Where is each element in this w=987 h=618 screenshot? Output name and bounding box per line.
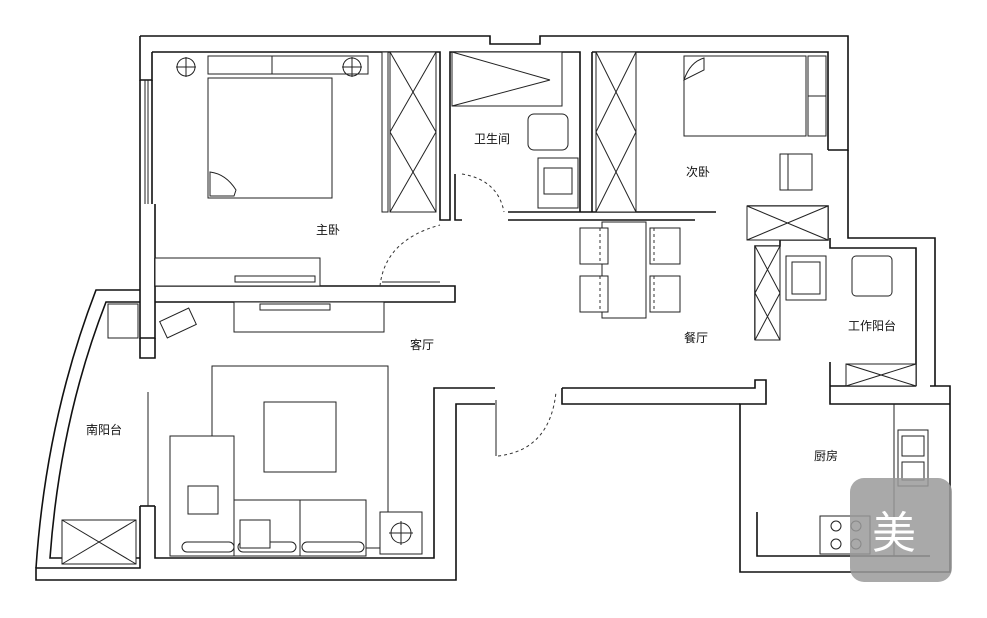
dining-furniture: [579, 221, 781, 341]
label-kitchen: 厨房: [814, 448, 838, 463]
balcony-sink: [107, 303, 139, 339]
label-south-balcony: 南阳台: [86, 422, 122, 437]
label-work-balcony: 工作阳台: [848, 318, 896, 333]
label-dining-room: 餐厅: [684, 330, 708, 345]
pillow: [239, 519, 271, 549]
dining-table: [601, 221, 647, 319]
toilet: [527, 113, 569, 151]
watermark-logo: 美: [850, 478, 952, 582]
room-labels: 主卧 卫生间 次卧 客厅 餐厅 工作阳台 南阳台 厨房: [86, 132, 896, 463]
wardrobe: [595, 51, 637, 213]
shower: [451, 51, 563, 107]
fridge: [785, 255, 827, 301]
bathroom-fixtures: [451, 51, 579, 213]
second-bedroom-furniture: [595, 51, 829, 241]
cabinet: [754, 245, 781, 341]
sink: [537, 157, 579, 209]
label-living-room: 客厅: [410, 337, 434, 352]
desk-chair: [779, 153, 813, 191]
south-balcony-fixtures: [61, 303, 197, 565]
pillow: [187, 485, 219, 515]
side-table: [379, 511, 423, 555]
single-bed: [683, 55, 807, 137]
label-second-bedroom: 次卧: [686, 165, 710, 179]
label-master-bedroom: 主卧: [316, 223, 340, 237]
wardrobe: [389, 51, 437, 213]
watermark-text: 美: [872, 508, 916, 559]
washer: [851, 255, 893, 297]
chair: [159, 307, 197, 339]
interior-walls: [152, 51, 829, 340]
double-bed: [207, 77, 333, 199]
coffee-table: [263, 401, 337, 473]
kitchen-sink: [897, 429, 929, 487]
master-bedroom-furniture: [144, 51, 441, 287]
label-bathroom: 卫生间: [474, 132, 510, 146]
work-balcony-fixtures: [785, 255, 917, 387]
living-room-furniture: [147, 301, 557, 557]
